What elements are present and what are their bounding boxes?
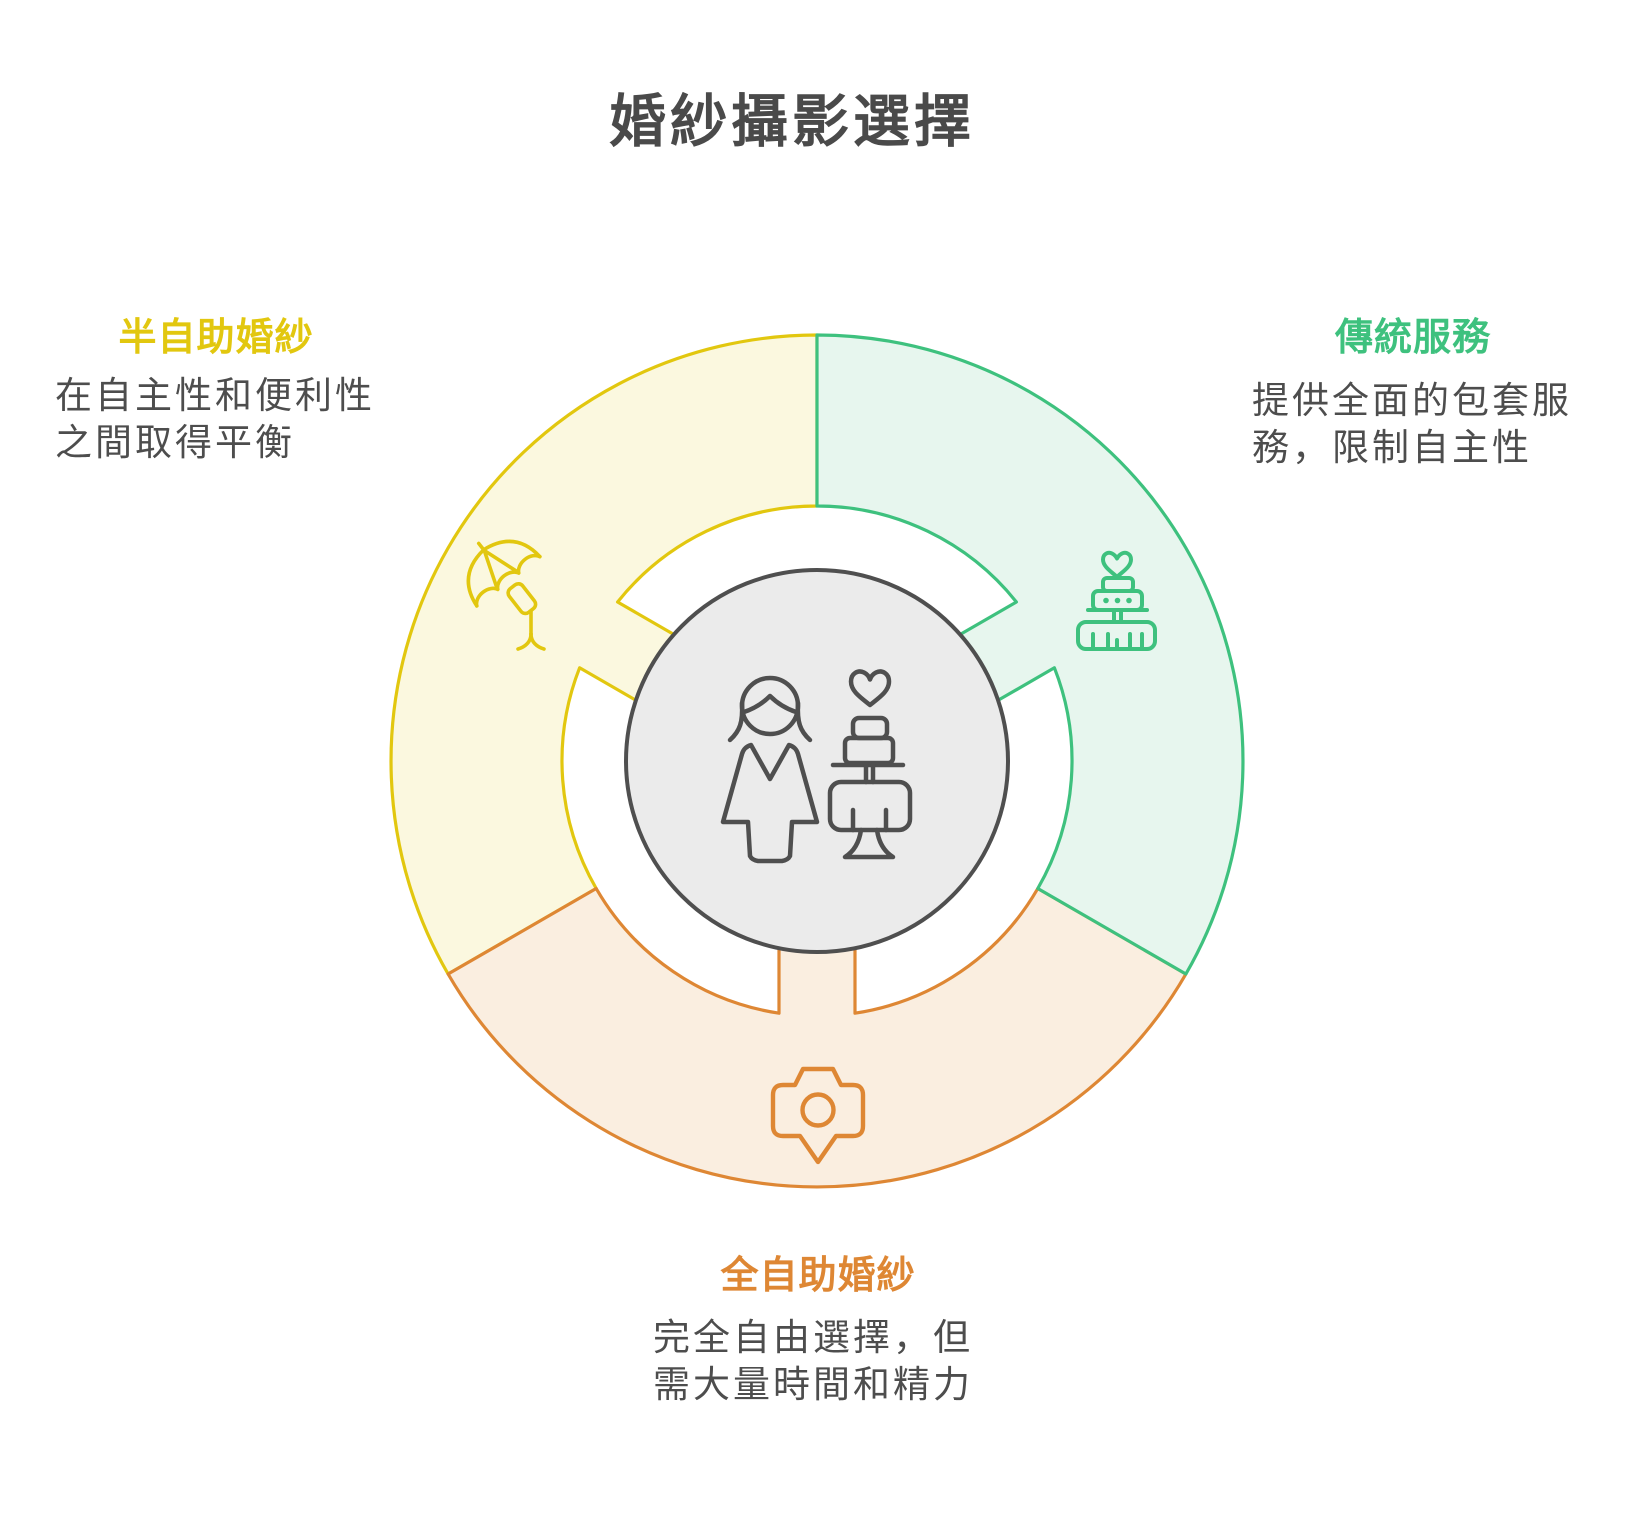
studio-umbrella-light-icon <box>466 539 546 651</box>
section-label-traditional: 傳統服務 <box>1334 317 1491 359</box>
wedding-cake-icon-green <box>1076 550 1157 651</box>
ring-segment-full-diy <box>446 886 1188 1189</box>
desc-line: 需大量時間和精力 <box>653 1364 973 1405</box>
section-label-full-diy: 全自助婚紗 <box>720 1255 916 1297</box>
desc-line: 完全自由選擇，但 <box>653 1317 973 1358</box>
section-label-semi-diy: 半自助婚紗 <box>118 317 314 359</box>
ring-segment-traditional <box>815 333 1245 976</box>
desc-line: 之間取得平衡 <box>55 422 295 463</box>
desc-line: 提供全面的包套服 <box>1252 380 1572 421</box>
center-circle <box>624 568 1010 954</box>
section-desc-semi-diy: 在自主性和便利性 之間取得平衡 <box>55 372 375 466</box>
page-title: 婚紗攝影選擇 <box>609 90 975 154</box>
camera-icon <box>770 1066 866 1165</box>
bride-icon <box>720 675 820 864</box>
cake-dots <box>1103 597 1132 604</box>
section-desc-full-diy: 完全自由選擇，但 需大量時間和精力 <box>653 1314 973 1408</box>
section-desc-traditional: 提供全面的包套服 務，限制自主性 <box>1252 377 1572 471</box>
wedding-cake-icon-center <box>827 669 913 860</box>
ring-segments <box>389 333 1245 1189</box>
desc-line: 務，限制自主性 <box>1252 427 1532 468</box>
desc-line: 在自主性和便利性 <box>55 375 375 416</box>
